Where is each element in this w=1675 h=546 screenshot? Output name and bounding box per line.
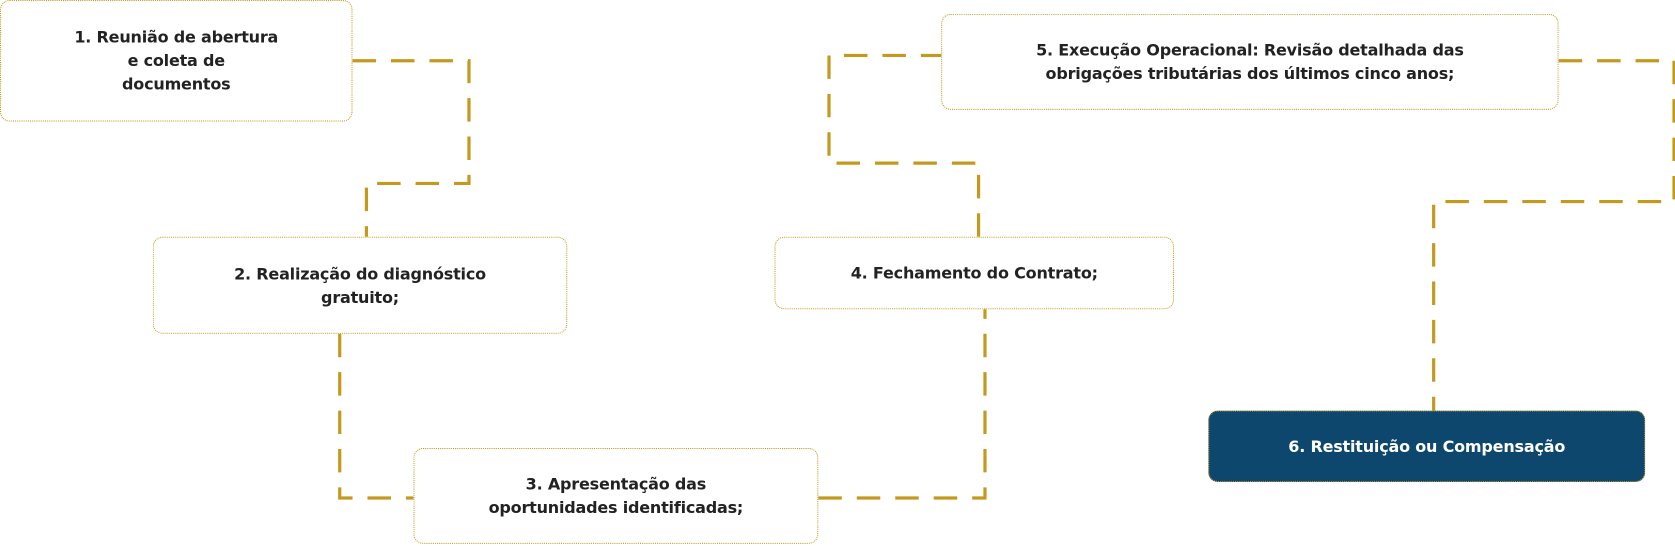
connector-2-3: [338, 333, 414, 500]
step-6-box: 6. Restituição ou Compensação: [1208, 410, 1646, 483]
step-4-box: 4. Fechamento do Contrato;: [774, 236, 1175, 310]
connector-5-6: [1432, 59, 1675, 411]
connector-3-4: [818, 309, 987, 500]
step-2-box: 2. Realização do diagnóstico gratuito;: [152, 236, 568, 334]
connector-4-5: [827, 53, 981, 237]
connector-1-2: [352, 59, 471, 237]
step-3-box: 3. Apresentação das oportunidades identi…: [413, 447, 819, 544]
step-5-box: 5. Execução Operacional: Revisão detalha…: [941, 13, 1559, 110]
step-1-box: 1. Reunião de abertura e coleta de docum…: [0, 0, 353, 122]
